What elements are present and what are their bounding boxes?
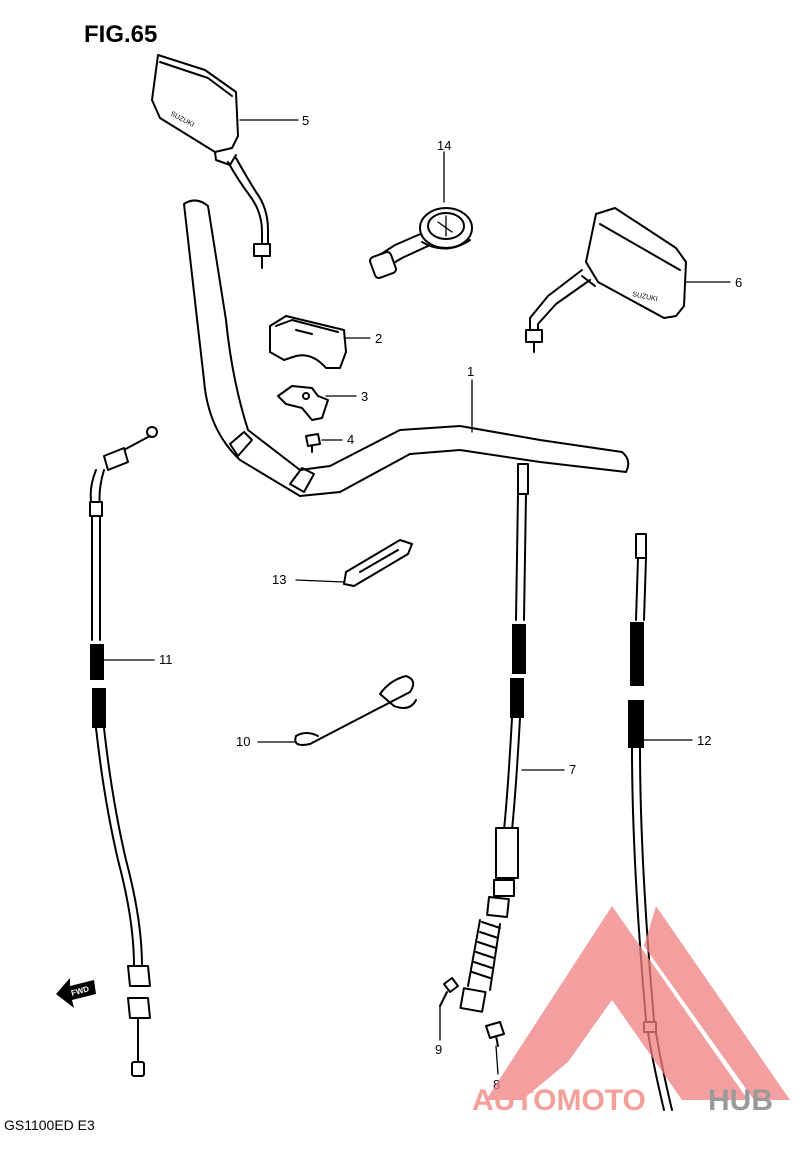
callout-5: 5 bbox=[302, 113, 309, 128]
watermark-triangle-right bbox=[644, 906, 790, 1100]
part-6-right-mirror: SUZUKI bbox=[525, 207, 687, 353]
callouts: 1 2 3 4 5 6 7 8 9 10 11 12 13 14 bbox=[103, 113, 742, 1092]
callout-11: 11 bbox=[159, 652, 173, 667]
part-10-clamp bbox=[294, 675, 417, 746]
callout-7: 7 bbox=[569, 762, 576, 777]
part-13-band bbox=[343, 539, 413, 587]
part-2-holder bbox=[269, 315, 347, 369]
part-1-handlebar bbox=[183, 199, 630, 497]
watermark-triangle-left bbox=[486, 906, 748, 1100]
part-7-clutch-cable bbox=[459, 463, 529, 1013]
callout-6: 6 bbox=[735, 275, 742, 290]
part-3-bracket bbox=[277, 385, 329, 421]
watermark-text-secondary: HUB bbox=[708, 1084, 773, 1117]
callout-3: 3 bbox=[361, 389, 368, 404]
part-14-gauge bbox=[369, 207, 473, 279]
callout-1: 1 bbox=[467, 364, 474, 379]
callout-2: 2 bbox=[375, 331, 382, 346]
watermark-text-primary: AUTOMOTO bbox=[472, 1084, 646, 1117]
fwd-arrow: FWD bbox=[56, 978, 96, 1008]
callout-14: 14 bbox=[437, 138, 451, 153]
part-9-bolt bbox=[439, 977, 459, 1007]
part-4-bolt bbox=[305, 433, 321, 453]
part-5-left-mirror: SUZUKI bbox=[151, 54, 271, 269]
callout-9: 9 bbox=[435, 1042, 442, 1057]
figure-title: FIG.65 bbox=[84, 21, 157, 48]
model-code: GS1100ED E3 bbox=[4, 1117, 95, 1133]
callout-10: 10 bbox=[236, 734, 250, 749]
callout-13: 13 bbox=[272, 572, 286, 587]
callout-4: 4 bbox=[347, 432, 354, 447]
watermark-logo bbox=[486, 906, 790, 1100]
part-8-bolt bbox=[485, 1021, 505, 1047]
callout-12: 12 bbox=[697, 733, 711, 748]
part-11-cable bbox=[89, 426, 158, 1077]
